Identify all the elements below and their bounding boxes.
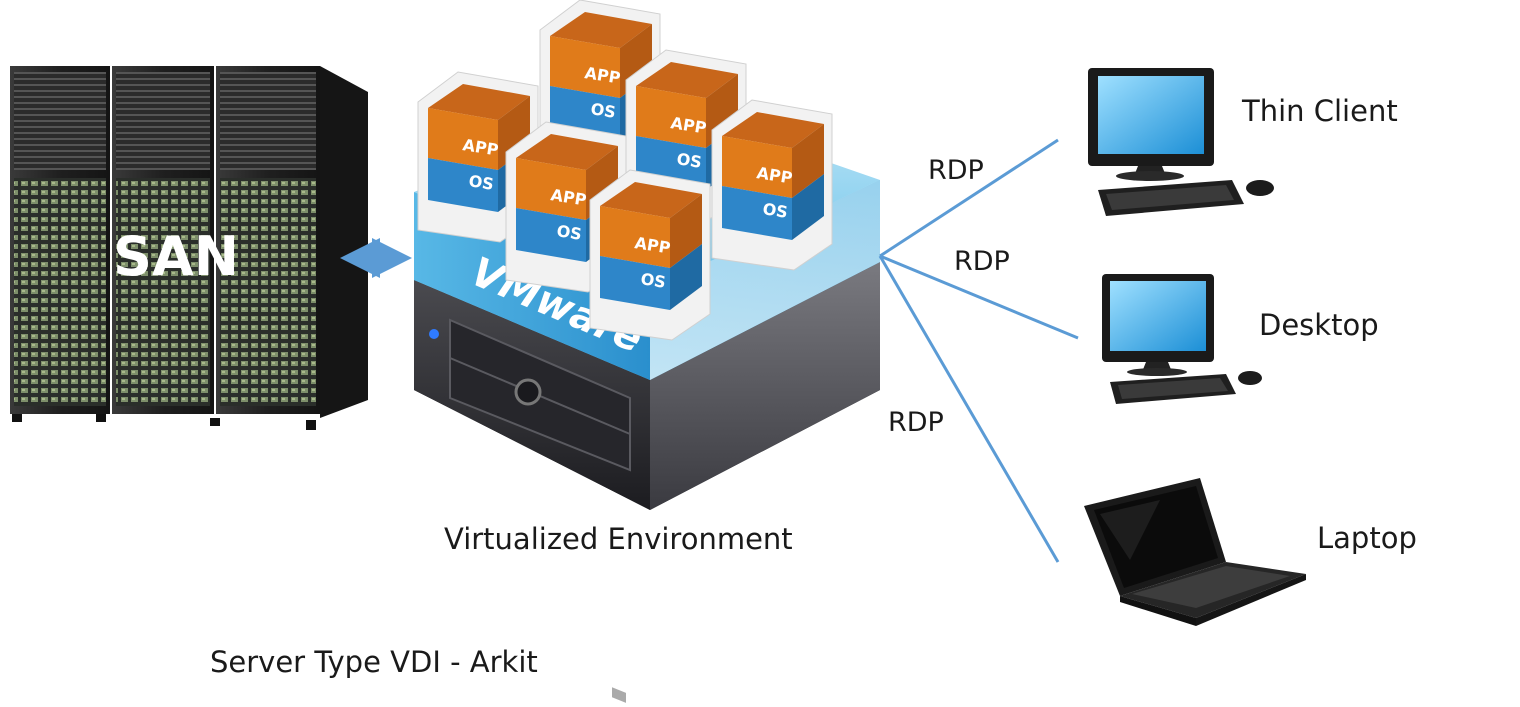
svg-text:OS: OS xyxy=(761,199,789,222)
vm-cube: APP OS xyxy=(589,169,711,341)
svg-text:OS: OS xyxy=(467,171,495,194)
rdp-link-thin-client xyxy=(879,138,1059,258)
laptop-label: Laptop xyxy=(1317,521,1417,555)
vm-cube: APP OS xyxy=(539,0,661,171)
vm-cube: APP OS xyxy=(625,49,747,221)
svg-text:OS: OS xyxy=(639,269,667,292)
svg-text:OS: OS xyxy=(555,221,583,244)
virtualized-environment: VMware APP OS APP OS APP OS APP OS APP O… xyxy=(414,0,880,703)
diagram-title: Server Type VDI - Arkit xyxy=(210,645,538,679)
virtualized-environment-caption: Virtualized Environment xyxy=(444,522,793,556)
thin-client-label: Thin Client xyxy=(1242,94,1398,128)
vm-cube: APP OS xyxy=(505,121,627,293)
san-storage: SAN xyxy=(10,66,368,430)
desktop-label: Desktop xyxy=(1259,308,1379,342)
rdp-label-desktop: RDP xyxy=(954,246,1010,277)
rdp-link-desktop xyxy=(879,254,1079,340)
vm-cube: APP OS xyxy=(417,71,539,243)
svg-text:OS: OS xyxy=(675,149,703,172)
rdp-label-laptop: RDP xyxy=(888,407,944,438)
svg-text:OS: OS xyxy=(589,99,617,122)
rdp-connections xyxy=(878,138,1079,563)
laptop-icon xyxy=(1084,478,1306,626)
san-label: SAN xyxy=(113,225,239,288)
rdp-label-thin-client: RDP xyxy=(928,155,984,186)
rdp-link-laptop xyxy=(878,255,1060,563)
desktop-computer-icon xyxy=(1102,274,1262,404)
thin-client-computer-icon xyxy=(1088,68,1274,216)
vm-cube: APP OS xyxy=(711,99,833,271)
